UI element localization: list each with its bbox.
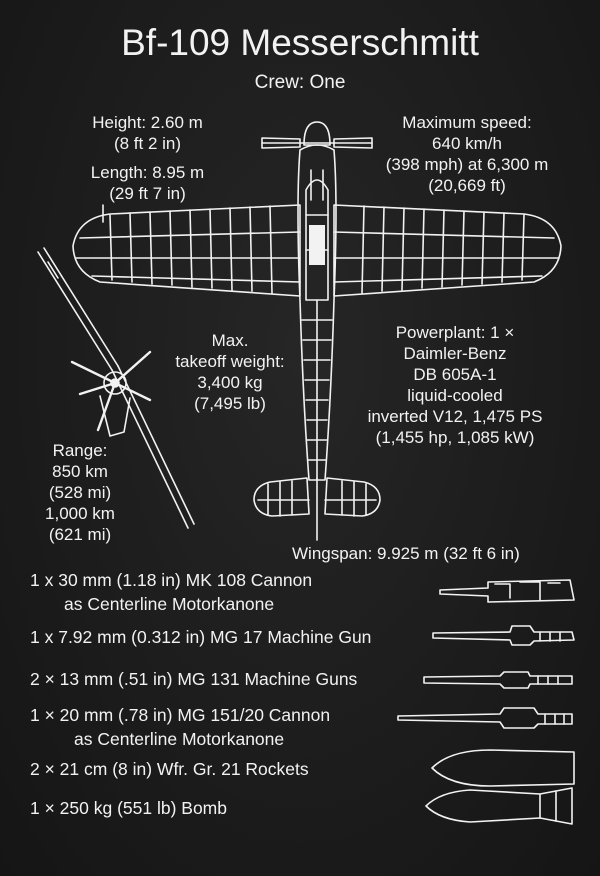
propeller-right-blade: [333, 137, 373, 149]
right-wing-ribs: [361, 205, 525, 294]
max-speed-spec: Maximum speed: 640 km/h (398 mph) at 6,3…: [352, 112, 582, 196]
range-km2: 1,000 km: [45, 504, 115, 523]
fuselage: [297, 144, 337, 481]
propeller-left-blade: [261, 137, 301, 149]
armament-mk108-line2: as Centerline Motorkanone: [64, 594, 275, 614]
max-speed-kmh: 640 km/h: [432, 134, 502, 153]
powerplant-line6: (1,455 hp, 1,085 kW): [375, 428, 535, 447]
powerplant-line2: Daimler-Benz: [403, 344, 507, 363]
front-propeller-blades: [70, 350, 152, 432]
takeoff-line2: takeoff weight:: [175, 352, 285, 371]
range-km1: 850 km: [52, 462, 108, 481]
range-spec: Range: 850 km (528 mi) 1,000 km (621 mi): [20, 440, 140, 545]
front-right-wing: [111, 365, 195, 529]
aircraft-top-view: [72, 121, 562, 541]
height-spec: Height: 2.60 m (8 ft 2 in): [60, 112, 235, 154]
height-metric: Height: 2.60 m: [92, 113, 203, 132]
max-speed-mph: (398 mph) at 6,300 m: [385, 155, 549, 174]
armament-mg17: 1 x 7.92 mm (0.312 in) MG 17 Machine Gun: [30, 627, 372, 647]
takeoff-line1: Max.: [211, 331, 249, 350]
powerplant-line1: Powerplant: 1 ×: [395, 323, 515, 342]
engine-cowling-lines: [305, 169, 329, 251]
powerplant-line3: DB 605A-1: [413, 365, 497, 384]
length-spec: Length: 8.95 m (29 ft 7 in): [60, 162, 235, 204]
left-wing-spars: [75, 231, 301, 283]
mg131-gun-icon: [423, 671, 573, 689]
right-tailplane: [324, 477, 381, 517]
armament-mg131: 2 × 13 mm (.51 in) MG 131 Machine Guns: [30, 669, 358, 689]
length-imperial: (29 ft 7 in): [109, 184, 186, 203]
range-mi1: (528 mi): [48, 483, 112, 502]
left-tailplane: [253, 477, 310, 517]
height-imperial: (8 ft 2 in): [113, 134, 182, 153]
takeoff-weight-spec: Max. takeoff weight: 3,400 kg (7,495 lb): [150, 330, 310, 414]
wingspan-spec: Wingspan: 9.925 m (32 ft 6 in): [292, 544, 520, 563]
tailplane-ribs: [257, 480, 377, 517]
armament-mg151-line2: as Centerline Motorkanone: [74, 729, 285, 749]
armament-bomb: 1 × 250 kg (551 lb) Bomb: [30, 798, 227, 818]
left-wing-ribs: [109, 205, 273, 294]
crew-spec: Crew: One: [254, 72, 346, 93]
right-wing-spars: [333, 231, 559, 283]
armament-rockets: 2 × 21 cm (8 in) Wfr. Gr. 21 Rockets: [30, 759, 309, 779]
aircraft-front-view: [37, 247, 195, 529]
cockpit-seat: [309, 225, 325, 265]
front-wing-detail: [47, 261, 59, 279]
cockpit-canopy: [305, 179, 329, 301]
max-speed-ft: (20,669 ft): [428, 176, 506, 195]
front-landing-gear: [99, 395, 131, 437]
front-spinner: [103, 371, 127, 395]
range-label: Range:: [52, 441, 108, 460]
rocket-icon: [431, 749, 575, 787]
range-mi2: (621 mi): [48, 525, 112, 544]
length-metric: Length: 8.95 m: [90, 163, 205, 182]
powerplant-line4: liquid-cooled: [407, 386, 503, 405]
right-wing: [333, 204, 562, 297]
armament-mg151-line1: 1 × 20 mm (.78 in) MG 151/20 Cannon: [30, 705, 331, 725]
takeoff-lb: (7,495 lb): [194, 394, 266, 413]
powerplant-spec: Powerplant: 1 × Daimler-Benz DB 605A-1 l…: [340, 322, 570, 448]
mg151-cannon-icon: [397, 707, 573, 729]
mg17-gun-icon: [432, 625, 575, 646]
powerplant-line5: inverted V12, 1,475 PS: [367, 407, 543, 426]
bomb-icon: [425, 787, 573, 825]
front-left-wing: [37, 247, 119, 371]
spinner: [303, 121, 331, 146]
max-speed-label: Maximum speed:: [402, 113, 532, 132]
left-wing: [72, 204, 301, 297]
poster-title: Bf-109 Messerschmitt: [121, 22, 479, 63]
mk108-cannon-icon: [439, 579, 575, 603]
takeoff-kg: 3,400 kg: [197, 373, 263, 392]
armament-mk108-line1: 1 x 30 mm (1.18 in) MK 108 Cannon: [30, 570, 313, 590]
